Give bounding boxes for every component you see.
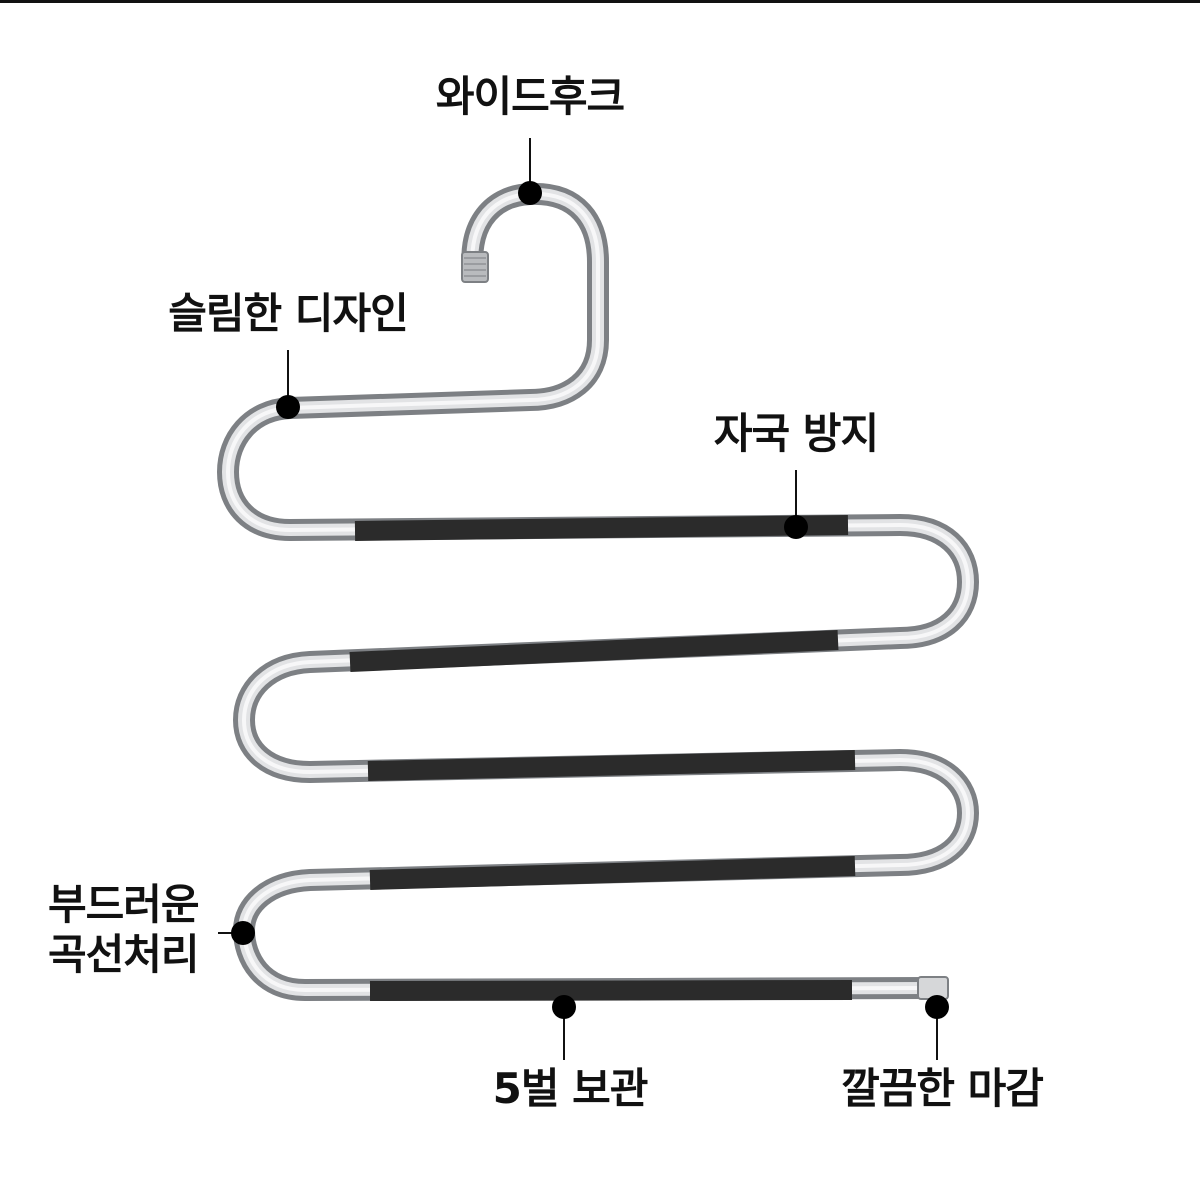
rubber-bar-3	[367, 750, 856, 781]
marker-smooth-curve	[231, 921, 255, 945]
label-clean-finish: 깔끔한 마감	[841, 1064, 1044, 1113]
marker-mark-prevention	[784, 515, 808, 539]
label-five-tier-storage: 5벌 보관	[492, 1064, 649, 1113]
label-wide-hook: 와이드후크	[435, 72, 625, 121]
label-smooth-curve-line2: 곡선처리	[48, 930, 200, 980]
rubber-bar-2	[349, 630, 839, 672]
label-mark-prevention: 자국 방지	[713, 409, 879, 458]
rubber-bar-1	[354, 515, 849, 541]
marker-five-tier	[552, 995, 576, 1019]
callout-leaders	[218, 138, 938, 1060]
rubber-bar-4	[369, 856, 856, 890]
top-border	[0, 0, 1200, 3]
hanger-wire	[217, 182, 979, 1001]
hook-end-cap	[461, 251, 489, 283]
rubber-bars	[349, 515, 856, 1001]
rubber-bar-5	[369, 980, 853, 1001]
label-smooth-curve-line1: 부드러운	[48, 880, 200, 929]
label-slim-design: 슬림한 디자인	[168, 289, 408, 338]
callout-markers	[231, 181, 949, 1019]
marker-wide-hook	[518, 181, 542, 205]
label-smooth-curve: 부드러운 곡선처리	[48, 880, 200, 981]
marker-clean-finish	[925, 995, 949, 1019]
marker-slim-design	[276, 395, 300, 419]
